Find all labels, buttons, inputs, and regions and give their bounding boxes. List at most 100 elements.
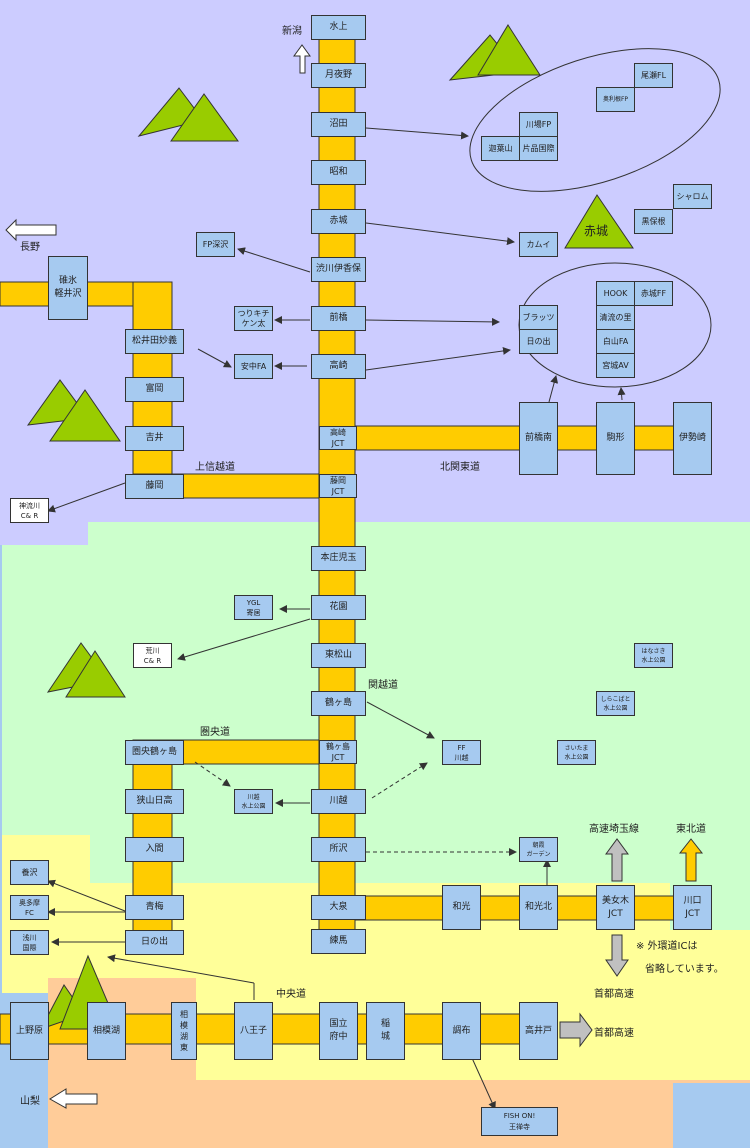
akagi-mountain-icon (564, 194, 634, 249)
area-hinode[interactable]: 日の出 (519, 329, 558, 354)
ic-yoshii[interactable]: 吉井 (125, 426, 184, 451)
area-okutone-fp[interactable]: 奥利根FP (596, 87, 635, 112)
ic-numata[interactable]: 沼田 (311, 112, 366, 137)
region-saitama-notch (88, 522, 750, 552)
ic-maebashi[interactable]: 前橋 (311, 306, 366, 331)
area-oze-fl[interactable]: 尾瀬FL (634, 63, 673, 88)
road-label-shuto-down: 首都高速 (594, 989, 634, 1000)
ic-tomioka[interactable]: 富岡 (125, 377, 184, 402)
ic-bijogi-jct[interactable]: 美女木 JCT (596, 885, 635, 930)
region-yamanashi (0, 1080, 750, 1148)
area-asaka-garden[interactable]: 朝霞 ガーデン (519, 837, 558, 862)
note-line-1: ※ 外環道ICは (636, 941, 698, 952)
ic-shibukawa-ikaho[interactable]: 渋川伊香保 (311, 257, 366, 282)
destination-nagano: 長野 (20, 242, 40, 253)
ic-fujioka-jct[interactable]: 藤岡 JCT (319, 474, 357, 498)
akagi-label: 赤城 (584, 224, 609, 238)
road-label-shuto-right: 首都高速 (594, 1028, 634, 1039)
area-miyagi-av[interactable]: 宮城AV (596, 353, 635, 378)
area-kamui[interactable]: カムイ (519, 232, 558, 257)
road-label-kanetsu: 関越道 (368, 680, 398, 691)
niigata-arrow-icon (293, 44, 311, 74)
ic-sagamiko[interactable]: 相模湖 (87, 1002, 126, 1060)
ic-showa[interactable]: 昭和 (311, 160, 366, 185)
area-hakusan-fa[interactable]: 白山FA (596, 329, 635, 354)
area-kawaba-fp[interactable]: 川場FP (519, 112, 558, 137)
ic-minakami[interactable]: 水上 (311, 15, 366, 40)
ic-honjo-kodama[interactable]: 本庄児玉 (311, 546, 366, 571)
area-arakawa-cr[interactable]: 荒川 C& R (133, 643, 172, 668)
ic-kunitachi-fuchu[interactable]: 国立 府中 (319, 1002, 358, 1060)
ic-ome[interactable]: 青梅 (125, 895, 184, 920)
ic-ken-o-tsurugashima[interactable]: 圏央鶴ヶ島 (125, 740, 184, 765)
area-katashina-kokusai[interactable]: 片品国際 (519, 136, 558, 161)
ic-akagi[interactable]: 赤城 (311, 209, 366, 234)
road-label-tohoku: 東北道 (676, 824, 706, 835)
tohoku-arrow-icon (678, 838, 704, 882)
ic-wako-kita[interactable]: 和光北 (519, 885, 558, 930)
area-fp-fukazawa[interactable]: FP深沢 (196, 232, 235, 257)
ic-tokorozawa[interactable]: 所沢 (311, 837, 366, 862)
yamanashi-arrow-icon (49, 1088, 98, 1109)
ic-komagata[interactable]: 駒形 (596, 402, 635, 475)
area-saitama-suijo-koen[interactable]: さいたま 水上公園 (557, 740, 596, 765)
ic-sagamiko-higashi[interactable]: 相 模 湖 東 (171, 1002, 197, 1060)
ic-isesaki[interactable]: 伊勢崎 (673, 402, 712, 475)
area-okutama-fc[interactable]: 奥多摩 FC (10, 895, 49, 920)
area-kurohone[interactable]: 黒保根 (634, 209, 673, 234)
ic-fujioka[interactable]: 藤岡 (125, 474, 184, 499)
ic-takasaki[interactable]: 高崎 (311, 354, 366, 379)
ic-chofu[interactable]: 調布 (442, 1002, 481, 1060)
ic-matsuida-myogi[interactable]: 松井田妙義 (125, 329, 184, 354)
shuto-right-arrow-icon (559, 1012, 593, 1048)
area-seiryu-no-sato[interactable]: 清流の里 (596, 305, 635, 330)
area-hook[interactable]: HOOK (596, 281, 635, 306)
ic-hachioji[interactable]: 八王子 (234, 1002, 273, 1060)
ic-nerima[interactable]: 練馬 (311, 929, 366, 954)
saitama-line-arrow-icon (605, 838, 629, 882)
ic-hanazono[interactable]: 花園 (311, 595, 366, 620)
area-shirakobato-suijo-koen[interactable]: しらこばと 水上公園 (596, 691, 635, 716)
region-edge-leftstrip (0, 545, 2, 995)
area-shalom[interactable]: シャロム (673, 184, 712, 209)
ic-usui-karuizawa[interactable]: 碓氷 軽井沢 (48, 256, 88, 320)
area-tsurikichi-kenta[interactable]: つりキチ ケン太 (234, 306, 273, 331)
ic-tsukiyono[interactable]: 月夜野 (311, 63, 366, 88)
area-sakoyama[interactable]: 迦葉山 (481, 136, 520, 161)
road-label-joshinetsu: 上信越道 (195, 462, 235, 473)
ic-hinode[interactable]: 日の出 (125, 930, 184, 955)
area-annaka-fa[interactable]: 安中FA (234, 354, 273, 379)
ic-takaido[interactable]: 高井戸 (519, 1002, 558, 1060)
ic-kawagoe[interactable]: 川越 (311, 789, 366, 814)
area-akagi-ff[interactable]: 赤城FF (634, 281, 673, 306)
road-label-kitakanto: 北関東道 (440, 462, 480, 473)
ic-kawaguchi-jct[interactable]: 川口 JCT (673, 885, 712, 930)
ic-wako[interactable]: 和光 (442, 885, 481, 930)
road-label-saitama-line: 高速埼玉線 (589, 824, 639, 835)
ic-sayama-hidaka[interactable]: 狭山日高 (125, 789, 184, 814)
ic-uenohara[interactable]: 上野原 (10, 1002, 49, 1060)
ic-tsurugashima[interactable]: 鶴ヶ島 (311, 691, 366, 716)
region-edge-right (673, 1083, 750, 1148)
area-kawagoe-suijo-koen[interactable]: 川越 水上公園 (234, 789, 273, 814)
road-label-kenodo: 圏央道 (200, 727, 230, 738)
ic-inagi[interactable]: 稲 城 (366, 1002, 405, 1060)
ic-maebashi-minami[interactable]: 前橋南 (519, 402, 558, 475)
area-ff-kawagoe[interactable]: FF 川越 (442, 740, 481, 765)
ic-higashimatsuyama[interactable]: 東松山 (311, 643, 366, 668)
area-ikusawa[interactable]: 養沢 (10, 860, 49, 885)
area-brats[interactable]: ブラッツ (519, 305, 558, 330)
area-ygl-yorii[interactable]: YGL 寄居 (234, 595, 273, 620)
area-hanasaki-suijo-koen[interactable]: はなさき 水上公園 (634, 643, 673, 668)
ic-oizumi[interactable]: 大泉 (311, 895, 366, 920)
ic-iruma[interactable]: 入間 (125, 837, 184, 862)
ic-tsurugashima-jct[interactable]: 鶴ヶ島 JCT (319, 740, 357, 764)
area-asakawa-kokusai[interactable]: 浅川 国際 (10, 930, 49, 955)
area-fish-on-ozenji[interactable]: FISH ON! 王禅寺 (481, 1107, 558, 1136)
note-line-2: 省略しています。 (645, 964, 724, 975)
ic-takasaki-jct[interactable]: 高崎 JCT (319, 426, 357, 450)
area-kanna-cr[interactable]: 神流川 C& R (10, 498, 49, 523)
mountain-icon (26, 24, 541, 1030)
shuto-down-arrow-icon (605, 934, 629, 977)
